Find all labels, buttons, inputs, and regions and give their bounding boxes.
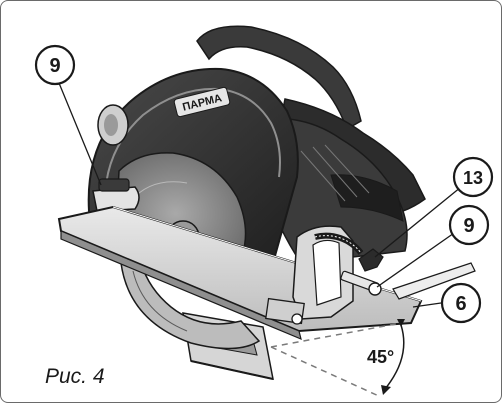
- fence-clamp: [265, 297, 305, 325]
- callout-label: 13: [463, 168, 483, 188]
- bevel-angle-bracket: [292, 225, 384, 320]
- bevel-angle-label: 45°: [367, 347, 394, 367]
- callout-13: 13: [452, 156, 494, 198]
- callout-label: 9: [463, 215, 474, 237]
- callout-6: 6: [440, 282, 482, 324]
- callout-leaders: [58, 82, 462, 308]
- callout-9-right: 9: [448, 204, 490, 246]
- saw-blade-lower: [120, 262, 261, 350]
- figure-caption: Рис. 4: [45, 365, 105, 388]
- callout-label: 6: [455, 293, 466, 315]
- bevel-angle-guides: 45°: [270, 319, 405, 398]
- callout-label: 9: [49, 55, 60, 77]
- callout-9-top: 9: [34, 44, 76, 86]
